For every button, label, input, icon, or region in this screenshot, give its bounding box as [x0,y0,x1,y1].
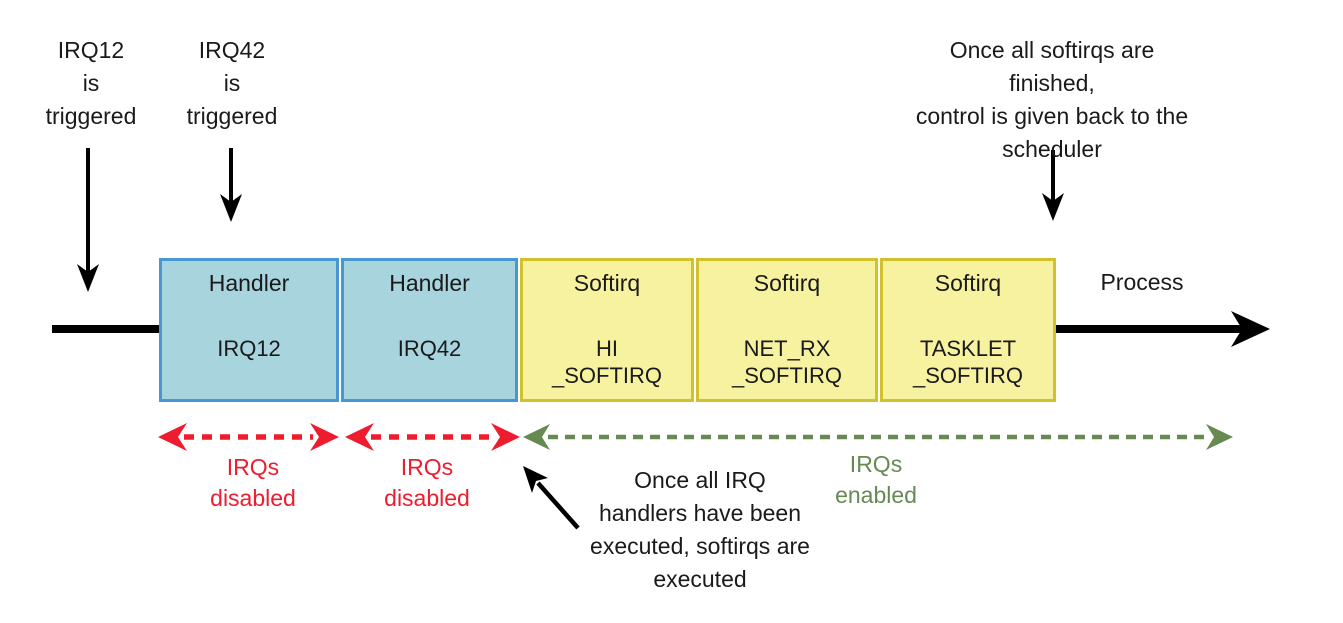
timeline-box-softirq-tasklet: Softirq TASKLET _SOFTIRQ [880,258,1056,402]
process-arrowhead-icon [1231,311,1270,347]
softirq-note-arrow-line [536,481,580,530]
irqs-disabled-span1-left-arrowhead-icon [158,423,187,451]
box-name: TASKLET _SOFTIRQ [912,336,1023,388]
box-name: HI _SOFTIRQ [551,336,662,388]
box-name: IRQ42 [397,336,462,361]
box-title: Softirq [573,270,641,296]
scheduler-note: Once all softirqs are finished, control … [915,37,1189,162]
timeline-box-handler-irq42: Handler IRQ42 [341,258,518,402]
irqs-disabled-span1-right-arrowhead-icon [310,423,339,451]
softirq-note-arrowhead-icon [523,466,548,493]
box-title: Softirq [934,270,1002,296]
irqs-disabled-label-1: IRQs disabled [210,454,296,511]
box-title: Handler [389,270,470,296]
timeline-box-softirq-net-rx: Softirq NET_RX _SOFTIRQ [696,258,878,402]
irq42-trigger-note: IRQ42 is triggered [186,37,278,129]
irqs-enabled-span-left-arrowhead-icon [523,424,550,450]
scheduler-arrowhead-icon [1042,193,1064,221]
box-name: NET_RX _SOFTIRQ [731,336,842,388]
timeline-box-handler-irq12: Handler IRQ12 [159,258,339,402]
irqs-disabled-span2-right-arrowhead-icon [491,423,520,451]
timeline-box-softirq-hi: Softirq HI _SOFTIRQ [520,258,694,402]
irq12-trigger-arrowhead-icon [77,264,99,292]
irqs-enabled-label: IRQs enabled [835,451,917,508]
irq42-trigger-arrowhead-icon [220,194,242,222]
box-name: IRQ12 [217,336,281,361]
process-label: Process [1100,269,1184,295]
irqs-disabled-label-2: IRQs disabled [384,454,470,511]
box-title: Softirq [753,270,821,296]
irq12-trigger-note: IRQ12 is triggered [45,37,137,129]
irqs-disabled-span2-left-arrowhead-icon [345,423,374,451]
irqs-enabled-span-right-arrowhead-icon [1206,424,1233,450]
softirq-note: Once all IRQ handlers have been executed… [590,467,810,592]
box-title: Handler [208,270,290,296]
